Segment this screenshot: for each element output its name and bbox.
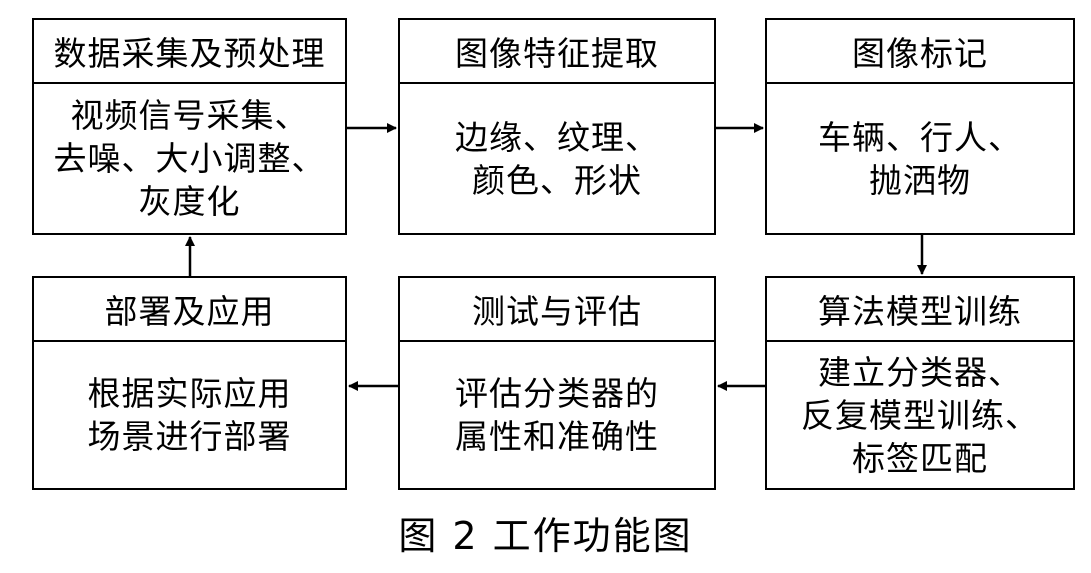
box-data-collection: 数据采集及预处理 视频信号采集、 去噪、大小调整、 灰度化 (32, 18, 347, 235)
box-line: 颜色、形状 (472, 160, 642, 200)
box-line: 标签匹配 (852, 438, 988, 478)
box-line: 灰度化 (138, 182, 241, 221)
box-title: 算法模型训练 (767, 278, 1073, 342)
box-line: 根据实际应用 (87, 374, 292, 413)
box-model-training: 算法模型训练 建立分类器、 反复模型训练、 标签匹配 (765, 276, 1075, 490)
box-testing-evaluation: 测试与评估 评估分类器的 属性和准确性 (398, 276, 716, 490)
figure-caption: 图 2 工作功能图 (398, 514, 693, 558)
box-title: 部署及应用 (34, 278, 345, 342)
box-image-labeling: 图像标记 车辆、行人、 抛洒物 (765, 18, 1075, 235)
box-feature-extraction: 图像特征提取 边缘、纹理、 颜色、形状 (398, 18, 716, 235)
box-line: 建立分类器、 (818, 352, 1022, 392)
box-line: 视频信号采集、 (70, 96, 309, 135)
box-title: 图像特征提取 (400, 20, 714, 84)
box-line: 属性和准确性 (455, 417, 659, 456)
box-line: 车辆、行人、 (818, 117, 1022, 157)
box-line: 抛洒物 (869, 160, 971, 200)
box-deployment: 部署及应用 根据实际应用 场景进行部署 (32, 276, 347, 490)
box-title: 测试与评估 (400, 278, 714, 342)
box-title: 图像标记 (767, 20, 1073, 84)
box-line: 反复模型训练、 (801, 395, 1039, 435)
box-line: 评估分类器的 (455, 374, 659, 413)
box-line: 场景进行部署 (87, 417, 292, 456)
box-title: 数据采集及预处理 (34, 20, 345, 84)
box-line: 边缘、纹理、 (455, 117, 659, 157)
box-line: 去噪、大小调整、 (53, 139, 326, 178)
